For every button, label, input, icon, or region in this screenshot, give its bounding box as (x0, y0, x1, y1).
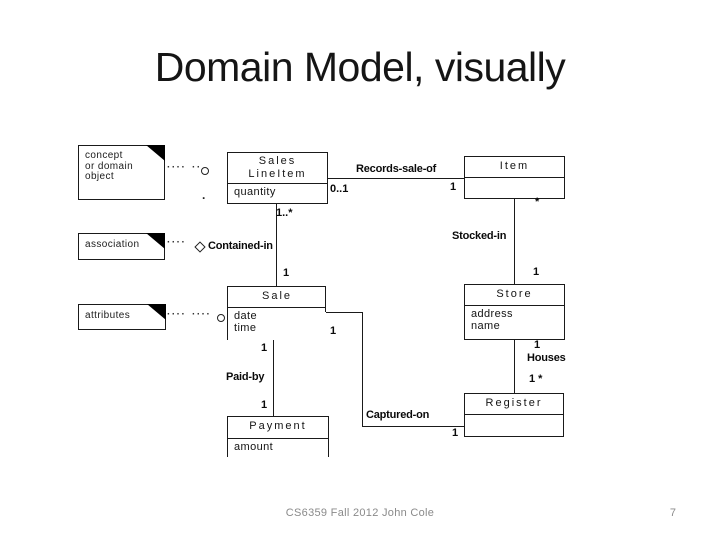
note-association-text: association (85, 239, 140, 250)
note-line: concept (85, 150, 123, 161)
class-box-item: Item (464, 156, 565, 199)
class-box-sales-lineitem: Sales LineItem quantity (227, 152, 328, 204)
association-line-contained-in (276, 204, 277, 286)
note-attributes-text: attributes (85, 310, 131, 321)
note-attributes: attributes (78, 304, 166, 330)
association-line-captured-on-seg1 (326, 312, 363, 313)
class-name: Payment (228, 417, 328, 439)
leader-dots: ···· (167, 237, 187, 248)
circle-icon (217, 314, 225, 322)
multiplicity: 0..1 (330, 183, 349, 195)
association-label-captured-on: Captured-on (366, 409, 430, 421)
class-attributes: date time (228, 308, 326, 334)
class-box-payment: Payment amount (227, 416, 329, 457)
association-line-captured-on-seg2 (362, 312, 363, 427)
leader-dots: ···· (167, 309, 187, 320)
attribute-line: time (234, 321, 257, 334)
multiplicity: 1 (283, 267, 290, 279)
note-concept-text: concept or domain object (79, 146, 164, 183)
association-label-stocked-in: Stocked-in (452, 230, 507, 242)
association-line-captured-on-seg3 (362, 426, 464, 427)
association-line-houses (514, 340, 515, 393)
page-number: 7 (669, 507, 676, 519)
multiplicity: 1 (450, 181, 457, 193)
class-name: Item (465, 157, 564, 178)
multiplicity: 1 (533, 266, 540, 278)
multiplicity: * (535, 196, 540, 208)
class-attributes: amount (234, 441, 274, 453)
multiplicity: 1 (534, 339, 541, 351)
multiplicity: 1 (261, 342, 268, 354)
note-line: object (85, 171, 115, 182)
association-line-records-sale-of (328, 178, 464, 179)
class-attributes: quantity (234, 186, 276, 198)
class-name: Sale (228, 287, 326, 308)
class-box-sale: Sale date time (227, 286, 326, 340)
class-name: Sales LineItem (228, 153, 327, 184)
leader-dots: ·· (192, 162, 202, 173)
association-line-stocked-in (514, 199, 515, 284)
slide-title: Domain Model, visually (154, 44, 566, 90)
class-attributes: address name (465, 306, 564, 332)
class-name: Register (465, 394, 563, 415)
association-label-houses: Houses (527, 352, 566, 364)
leader-dots: ···· (167, 162, 187, 173)
class-name: Store (465, 285, 564, 306)
class-attributes (465, 415, 563, 418)
sale-right-border-segment (325, 286, 326, 312)
multiplicity: 1..* (276, 207, 293, 219)
multiplicity: 1 * (529, 373, 543, 385)
note-concept: concept or domain object (78, 145, 165, 200)
class-name-line: LineItem (248, 168, 307, 180)
multiplicity: 1 (261, 399, 268, 411)
multiplicity: 1 (330, 325, 337, 337)
note-line: or domain (85, 160, 134, 172)
leader-dots: ···· (192, 309, 212, 320)
association-label-contained-in: Contained-in (208, 240, 273, 252)
class-box-store: Store address name (464, 284, 565, 340)
attribute-line: name (471, 319, 501, 332)
diamond-icon (194, 241, 206, 253)
attribute-line: date (234, 310, 258, 322)
circle-icon (201, 167, 209, 175)
footer-text: CS6359 Fall 2012 John Cole (285, 507, 435, 519)
association-line-paid-by (273, 340, 274, 416)
class-attributes (465, 178, 564, 181)
association-label-records-sale-of: Records-sale-of (356, 163, 437, 175)
note-association: association (78, 233, 165, 260)
attribute-line: address (471, 308, 513, 320)
multiplicity: 1 (452, 427, 459, 439)
class-box-register: Register (464, 393, 564, 437)
stray-dot: . (202, 188, 206, 202)
class-name-line: Sales (258, 155, 297, 167)
association-label-paid-by: Paid-by (226, 371, 265, 383)
